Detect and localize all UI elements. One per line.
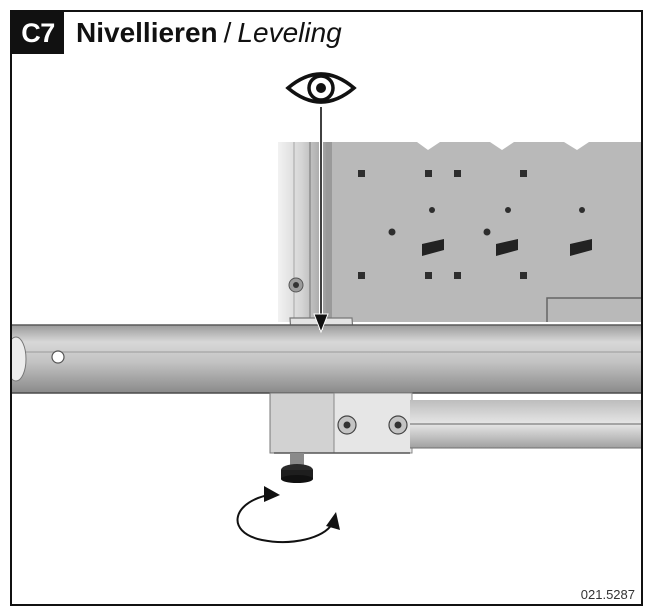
step-title: Nivellieren/Leveling xyxy=(76,16,342,50)
horizontal-rail xyxy=(12,324,641,394)
leveling-foot xyxy=(281,453,313,483)
step-badge: C7 xyxy=(12,12,64,54)
title-separator: / xyxy=(223,17,232,48)
title-de: Nivellieren xyxy=(76,17,218,48)
document-number: 021.5287 xyxy=(580,587,635,602)
eye-icon xyxy=(285,72,357,104)
leveling-illustration xyxy=(12,72,641,544)
rotate-arrow xyxy=(236,486,340,544)
down-arrow xyxy=(313,107,329,334)
back-panel xyxy=(322,142,641,322)
lower-profile xyxy=(269,392,641,454)
instruction-panel: C7 Nivellieren/Leveling 021.5287 xyxy=(10,10,643,606)
vertical-post xyxy=(278,142,326,322)
title-en: Leveling xyxy=(237,17,342,48)
